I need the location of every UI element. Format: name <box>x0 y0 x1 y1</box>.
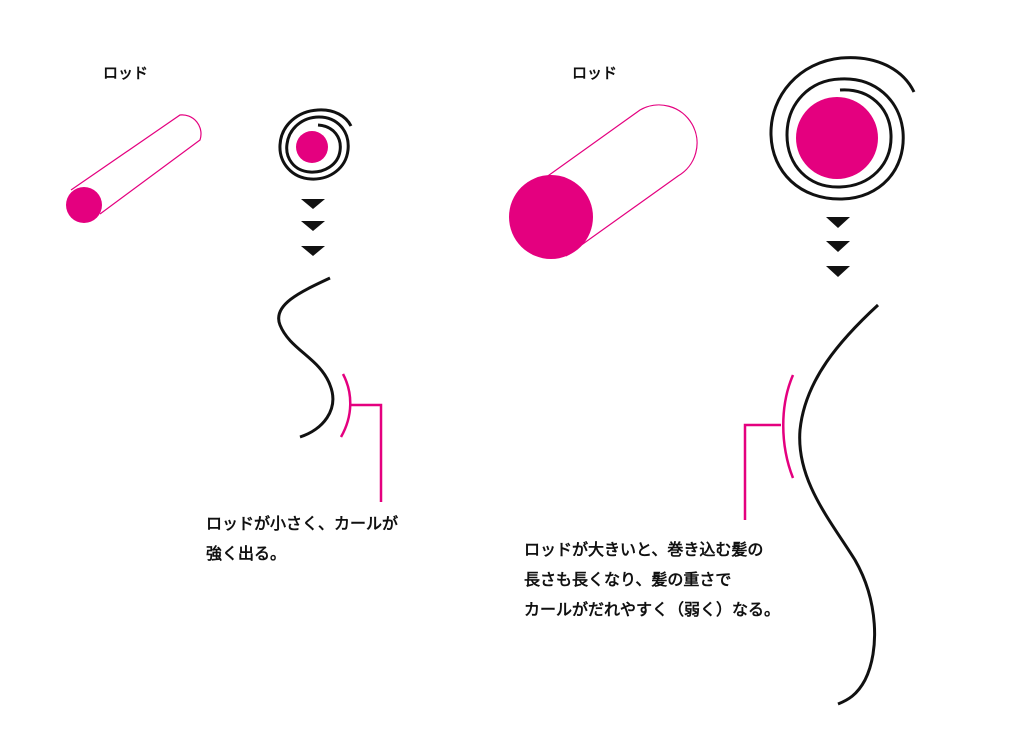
small-rod-end-circle <box>66 187 102 223</box>
down-arrow-icon <box>826 241 850 252</box>
small-curl-bracket <box>339 373 352 438</box>
caption-line: ロッドが小さく、カールが <box>206 514 399 533</box>
large-rod-body-outline <box>523 104 698 257</box>
large-arrows <box>826 217 850 277</box>
small-curl-core <box>296 131 328 163</box>
down-arrow-icon <box>301 199 325 209</box>
large-rod-end-circle <box>509 175 593 259</box>
small-arrows <box>301 199 325 256</box>
small-curl-spiral <box>278 108 353 181</box>
small-rod-body-outline <box>70 114 202 215</box>
caption-line: 強く出る。 <box>206 544 287 563</box>
large-leader-line <box>743 423 781 520</box>
large-curl-bracket <box>782 374 795 479</box>
small-leader-line <box>351 403 383 502</box>
caption-large-rod: ロッドが大きいと、巻き込む髪の 長さも長くなり、髪の重さで カールがだれやすく（… <box>524 535 780 625</box>
large-curl-spiral <box>769 56 916 201</box>
caption-line: カールがだれやすく（弱く）なる。 <box>524 600 781 619</box>
large-curl-line <box>769 56 916 201</box>
rod-label-small: ロッド <box>103 64 149 82</box>
small-curl-line <box>278 108 353 181</box>
down-arrow-icon <box>826 266 850 277</box>
down-arrow-icon <box>826 217 850 228</box>
down-arrow-icon <box>301 246 325 256</box>
caption-small-rod: ロッドが小さく、カールが 強く出る。 <box>206 509 398 569</box>
rod-label-large: ロッド <box>572 64 618 82</box>
caption-line: 長さも長くなり、髪の重さで <box>524 570 732 589</box>
small-rod <box>66 114 202 223</box>
large-hair-strand <box>798 303 880 706</box>
large-curl-core <box>796 97 878 179</box>
down-arrow-icon <box>301 221 325 231</box>
caption-line: ロッドが大きいと、巻き込む髪の <box>524 540 764 559</box>
small-hair-strand <box>277 276 335 439</box>
large-rod <box>509 104 698 259</box>
